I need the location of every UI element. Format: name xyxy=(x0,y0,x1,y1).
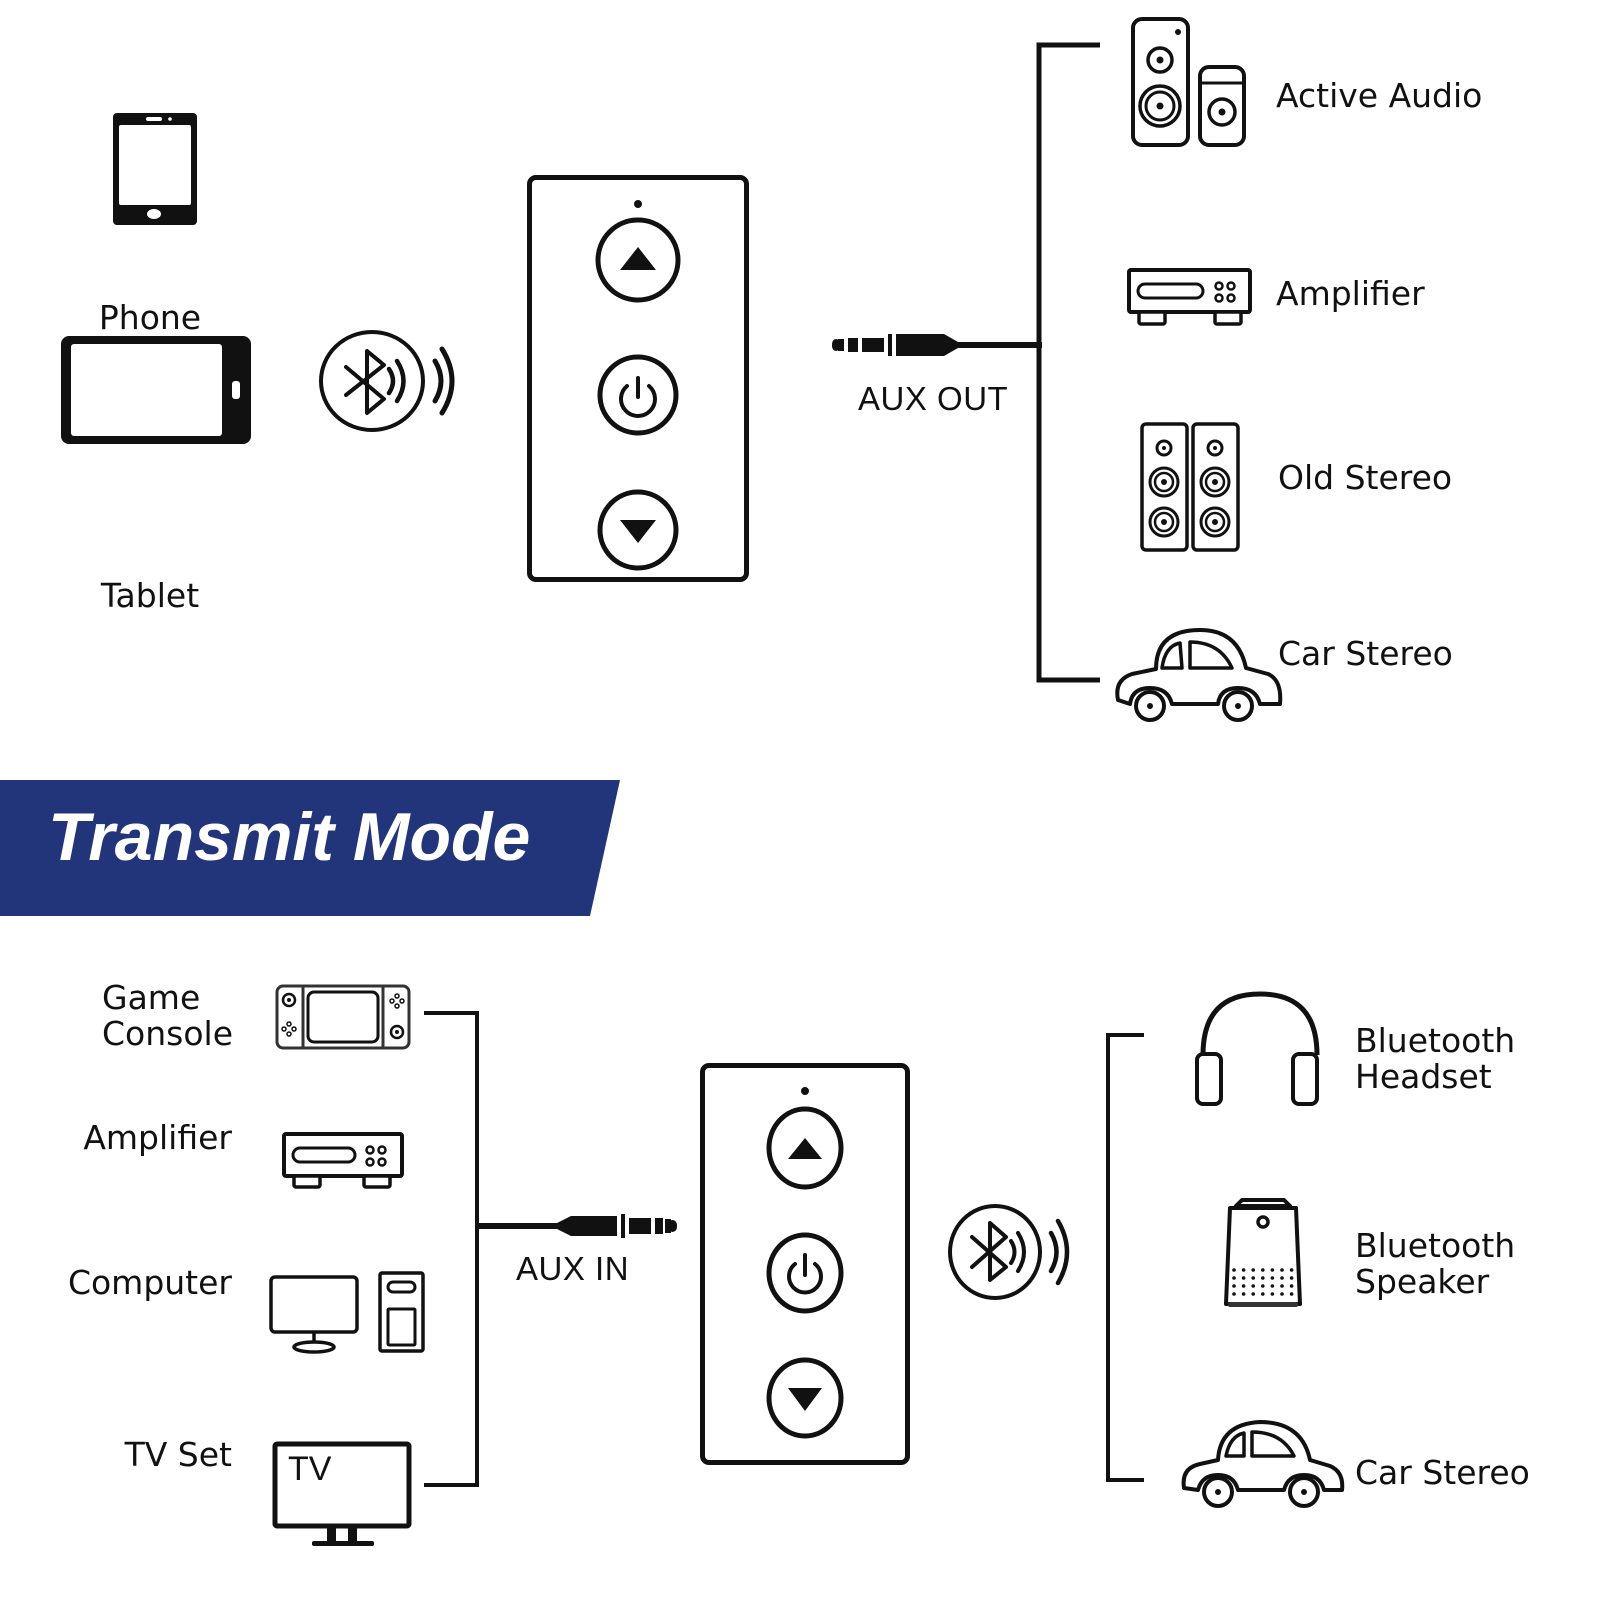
headphones-icon xyxy=(1195,991,1320,1106)
status-led xyxy=(634,200,642,208)
speaker-grille-dot xyxy=(1261,1268,1265,1272)
output-bracket xyxy=(1106,1033,1144,1482)
speaker-grille-dot xyxy=(1241,1276,1246,1280)
bluetooth-headset-label: Bluetooth Headset xyxy=(1355,1021,1516,1097)
speaker-grille-dot xyxy=(1270,1284,1275,1288)
speaker-grille-dot xyxy=(1232,1268,1236,1272)
computer-label: Computer xyxy=(67,1263,232,1302)
speaker-grille-dot xyxy=(1251,1268,1255,1272)
power-icon xyxy=(619,376,657,418)
game-console-icon xyxy=(275,984,411,1050)
speaker-grille-dot xyxy=(1280,1268,1284,1272)
speaker-grille-dot xyxy=(1270,1268,1275,1272)
speaker-grille-dot xyxy=(1289,1276,1294,1280)
audio-jack-icon xyxy=(477,1214,677,1238)
speaker-grille-dot xyxy=(1261,1292,1265,1296)
speaker-grille-dot xyxy=(1251,1292,1255,1296)
tv-set-label: TV Set xyxy=(124,1435,232,1474)
volume-down-button[interactable] xyxy=(597,489,679,571)
transmit-mode-banner xyxy=(0,780,620,916)
speaker-grille-dot xyxy=(1280,1276,1284,1280)
bluetooth-speaker-label-line2: Speaker xyxy=(1355,1262,1490,1302)
volume-down-button[interactable] xyxy=(766,1357,844,1439)
car-stereo-label: Car Stereo xyxy=(1278,634,1453,673)
speaker-grille-dot xyxy=(1270,1292,1275,1296)
speaker-grille-dot xyxy=(1280,1292,1284,1296)
speaker-grille-dot xyxy=(1251,1284,1255,1288)
active-speakers-icon xyxy=(1131,17,1246,147)
car-stereo-label: Car Stereo xyxy=(1355,1453,1530,1492)
power-icon xyxy=(787,1253,823,1295)
amplifier-icon xyxy=(1127,268,1252,326)
source-bracket xyxy=(424,1011,479,1487)
bluetooth-headset-label-line2: Headset xyxy=(1355,1057,1492,1097)
speaker-grille-dot xyxy=(1261,1284,1265,1288)
volume-up-icon xyxy=(788,1138,822,1159)
speaker-grille-dot xyxy=(1261,1276,1265,1280)
amplifier-label: Amplifier xyxy=(1276,274,1425,313)
speaker-grille-dot xyxy=(1241,1292,1246,1296)
bluetooth-speaker-label-line1: Bluetooth xyxy=(1355,1226,1516,1265)
output-bracket xyxy=(1036,42,1100,683)
car-icon xyxy=(1181,1420,1345,1508)
speaker-grille-dot xyxy=(1232,1284,1236,1288)
speaker-grille-dot xyxy=(1280,1284,1284,1288)
device-buttons xyxy=(766,1087,844,1439)
device-buttons xyxy=(595,200,681,571)
audio-jack-icon xyxy=(832,334,1042,356)
aux-out-label: AUX OUT xyxy=(858,380,1009,417)
bluetooth-speaker-icon xyxy=(1224,1198,1302,1307)
bluetooth-speaker-label: Bluetooth Speaker xyxy=(1355,1226,1516,1302)
volume-down-icon xyxy=(788,1388,822,1411)
speaker-grille-dot xyxy=(1232,1276,1236,1280)
volume-up-button[interactable] xyxy=(595,217,681,303)
game-console-label: Game Console xyxy=(102,978,234,1054)
car-icon xyxy=(1115,628,1283,722)
amplifier-source-label: Amplifier xyxy=(83,1118,232,1157)
speaker-grille-dot xyxy=(1289,1268,1294,1272)
aux-in-label: AUX IN xyxy=(516,1250,630,1287)
volume-down-icon xyxy=(620,520,656,543)
bluetooth-signal-icon xyxy=(948,1204,1070,1300)
old-stereo-label: Old Stereo xyxy=(1278,458,1453,497)
computer-icon xyxy=(269,1271,425,1354)
speaker-grille-dot xyxy=(1251,1276,1255,1280)
smartphone-icon xyxy=(113,113,197,225)
status-led xyxy=(801,1087,809,1095)
tv-screen-text: TV xyxy=(288,1450,332,1488)
transmit-mode-title: Transmit Mode xyxy=(48,799,531,875)
tv-icon xyxy=(272,1441,412,1546)
volume-up-icon xyxy=(620,247,656,270)
bluetooth-headset-label-line1: Bluetooth xyxy=(1355,1021,1516,1060)
speaker-grille-dot xyxy=(1241,1284,1246,1288)
stereo-speakers-icon xyxy=(1140,422,1240,552)
speaker-grille-dot xyxy=(1241,1268,1246,1272)
tablet-label: Tablet xyxy=(100,576,200,615)
active-audio-label: Active Audio xyxy=(1276,76,1483,115)
volume-up-button[interactable] xyxy=(766,1106,844,1190)
speaker-grille-dot xyxy=(1289,1284,1294,1288)
speaker-grille-dot xyxy=(1270,1276,1275,1280)
power-button[interactable] xyxy=(766,1232,844,1314)
bluetooth-signal-icon xyxy=(319,330,455,432)
game-console-label-line1: Game xyxy=(102,978,201,1017)
tablet-icon xyxy=(61,336,251,444)
speaker-grille-dot xyxy=(1232,1292,1236,1296)
speaker-grille-dot xyxy=(1289,1292,1294,1296)
game-console-label-line2: Console xyxy=(102,1014,234,1054)
amplifier-icon xyxy=(282,1132,404,1189)
power-button[interactable] xyxy=(597,354,679,436)
phone-label: Phone xyxy=(98,298,202,337)
